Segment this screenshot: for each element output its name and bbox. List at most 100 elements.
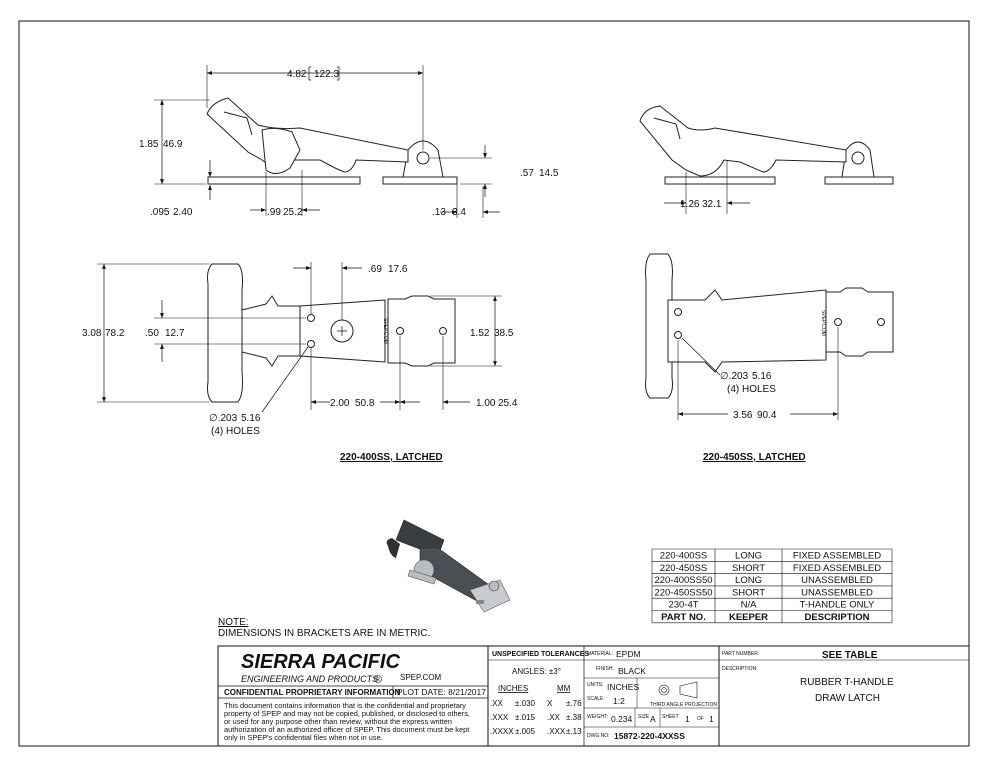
tol-inch-value: ±.005 — [515, 727, 536, 736]
projection-label: THIRD ANGLE PROJECTION — [650, 702, 717, 708]
dim-hole-dia-long: ∅.203 — [209, 413, 238, 424]
dim-hole-spacing-mm: 12.7 — [165, 328, 185, 339]
dim-hole-spacing: .50 — [145, 328, 159, 339]
table-cell: SHORT — [732, 587, 765, 598]
dim-handle-offset-mm: 25.2 — [283, 207, 303, 218]
table-cell: UNASSEMBLED — [801, 587, 873, 598]
table-header: KEEPER — [729, 612, 768, 623]
dim-overall-length-mm: 122.3 — [314, 69, 339, 80]
tol-mm-value: ±.38 — [566, 713, 582, 722]
material-value: EPDM — [616, 649, 641, 659]
tol-inches-label: INCHES — [498, 684, 528, 693]
table-cell: UNASSEMBLED — [801, 575, 873, 586]
registered-mark: R — [376, 677, 380, 683]
tol-mm-value: ±.13 — [566, 727, 582, 736]
caption-short: 220-450SS, LATCHED — [703, 452, 806, 463]
dim-hole-offset: .69 — [368, 264, 382, 275]
units-value: INCHES — [607, 682, 639, 692]
dim-hole-dia-short-mm: 5.16 — [752, 371, 772, 382]
tol-mm-value: ±.76 — [566, 699, 582, 708]
dim-base-thickness-mm: 2.40 — [173, 207, 193, 218]
table-cell: 220-400SS — [660, 551, 708, 562]
finish-value: BLACK — [618, 666, 646, 676]
dim-keeper-flange: .13 — [432, 207, 446, 218]
holes-label-short: (4) HOLES — [727, 384, 776, 395]
caption-long: 220-400SS, LATCHED — [340, 452, 443, 463]
company-name: SIERRA PACIFIC — [241, 651, 400, 673]
tol-inch-value: ±.015 — [515, 713, 536, 722]
sheet-total: 1 — [709, 714, 714, 724]
confidential-line-1: This document contains information that … — [224, 701, 466, 710]
sheet-value: 1 — [685, 714, 690, 724]
dim-height-mm: 46.9 — [163, 139, 183, 150]
note-text: DIMENSIONS IN BRACKETS ARE IN METRIC. — [218, 628, 430, 639]
finish-label: FINISH: — [596, 666, 614, 672]
plan-view-short: SPEP.COM ∅.203 5.16 (4) HOLES 3.56 90.4 … — [645, 253, 894, 463]
company-subtitle: ENGINEERING AND PRODUCTS — [241, 674, 378, 684]
units-label: UNITS: — [587, 682, 603, 688]
table-cell: FIXED ASSEMBLED — [793, 551, 881, 562]
side-view-short: 1.26 32.1 — [639, 105, 894, 214]
confidential-heading: CONFIDENTIAL PROPRIETARY INFORMATION — [224, 688, 401, 697]
dim-short-offset: 1.26 — [680, 199, 700, 210]
tol-inch-value: ±.030 — [515, 699, 536, 708]
sheet-label: SHEET — [662, 714, 679, 720]
part-number-value: SEE TABLE — [822, 650, 878, 661]
dim-short-mount-spacing-mm: 90.4 — [757, 410, 777, 421]
dwg-number: 15872-220-4XXSS — [614, 731, 685, 741]
dim-pivot-height: .57 — [520, 168, 534, 179]
dwg-label: DWG NO: — [587, 733, 610, 739]
dim-short-offset-mm: 32.1 — [702, 199, 722, 210]
table-cell: N/A — [741, 600, 758, 611]
dim-overall-length: 4.82 — [287, 69, 307, 80]
dim-hole-offset-mm: 17.6 — [388, 264, 408, 275]
title-block: SIERRA PACIFIC ENGINEERING AND PRODUCTS … — [217, 645, 970, 747]
weight-label: WEIGHT: — [587, 714, 608, 720]
dim-mount-spacing: 2.00 — [330, 398, 350, 409]
note-heading: NOTE: — [218, 617, 249, 628]
dim-base-thickness: .095 — [150, 207, 170, 218]
dim-mount-spacing-mm: 50.8 — [355, 398, 375, 409]
projection-circle-icon — [658, 684, 670, 696]
company-website: SPEP.COM — [400, 673, 442, 682]
description-line-1: RUBBER T-HANDLE — [800, 677, 894, 688]
scale-value: 1:2 — [613, 696, 625, 706]
of-label: OF — [697, 716, 704, 722]
table-header: DESCRIPTION — [805, 612, 870, 623]
weight-value: 0.234 — [611, 714, 633, 724]
description-label: DESCRIPTION: — [722, 666, 758, 672]
table-cell: LONG — [735, 551, 762, 562]
tol-mm-format: .XX — [547, 713, 561, 722]
dim-keeper-hole-spacing-mm: 25.4 — [498, 398, 518, 409]
tol-inch-format: .XXXX — [490, 727, 514, 736]
dim-handle-offset: .99 — [267, 207, 281, 218]
tol-mm-format: X — [547, 699, 553, 708]
tolerance-rows: .XX±.030.XXX±.015.XXXX±.005X±.76.XX±.38.… — [490, 699, 582, 736]
confidential-line-3: or used for any purpose other than revie… — [224, 717, 452, 726]
plan-view-long: SPEP.COM 3.08 78.2 .50 12.7 .69 17.6 1.5… — [82, 262, 518, 463]
table-cell: 220-450SS50 — [654, 587, 712, 598]
table-cell: 220-450SS — [660, 563, 708, 574]
size-label: SIZE — [638, 714, 650, 720]
tolerances-heading: UNSPECIFIED TOLERANCES — [492, 651, 589, 658]
dim-height: 1.85 — [139, 139, 159, 150]
material-label: MATERIAL: — [587, 651, 613, 657]
holes-label-long: (4) HOLES — [211, 426, 260, 437]
sheet-border — [18, 20, 970, 747]
parts-table: 220-400SS LONG FIXED ASSEMBLED 220-450SS SHO… — [651, 548, 893, 624]
angles-tolerance: ANGLES: ±3° — [512, 667, 561, 676]
dim-pivot-height-mm: 14.5 — [539, 168, 559, 179]
table-cell: T-HANDLE ONLY — [800, 600, 875, 611]
stamp-text-short: SPEP.COM — [820, 310, 826, 336]
confidential-line-5: only in SPEP's confidential files when n… — [224, 733, 383, 742]
dim-keeper-width-mm: 38.5 — [494, 328, 514, 339]
dim-hole-dia-short: ∅.203 — [720, 371, 749, 382]
dim-hole-dia-long-mm: 5.16 — [241, 413, 261, 424]
table-cell: LONG — [735, 575, 762, 586]
table-header: PART NO. — [661, 612, 706, 623]
side-view-long: 4.82 122.3 1.85 46.9 .095 2.40 .99 25.2 … — [139, 65, 559, 218]
description-line-2: DRAW LATCH — [815, 693, 880, 704]
part-number-label: PART NUMBER: — [722, 651, 759, 657]
table-cell: FIXED ASSEMBLED — [793, 563, 881, 574]
